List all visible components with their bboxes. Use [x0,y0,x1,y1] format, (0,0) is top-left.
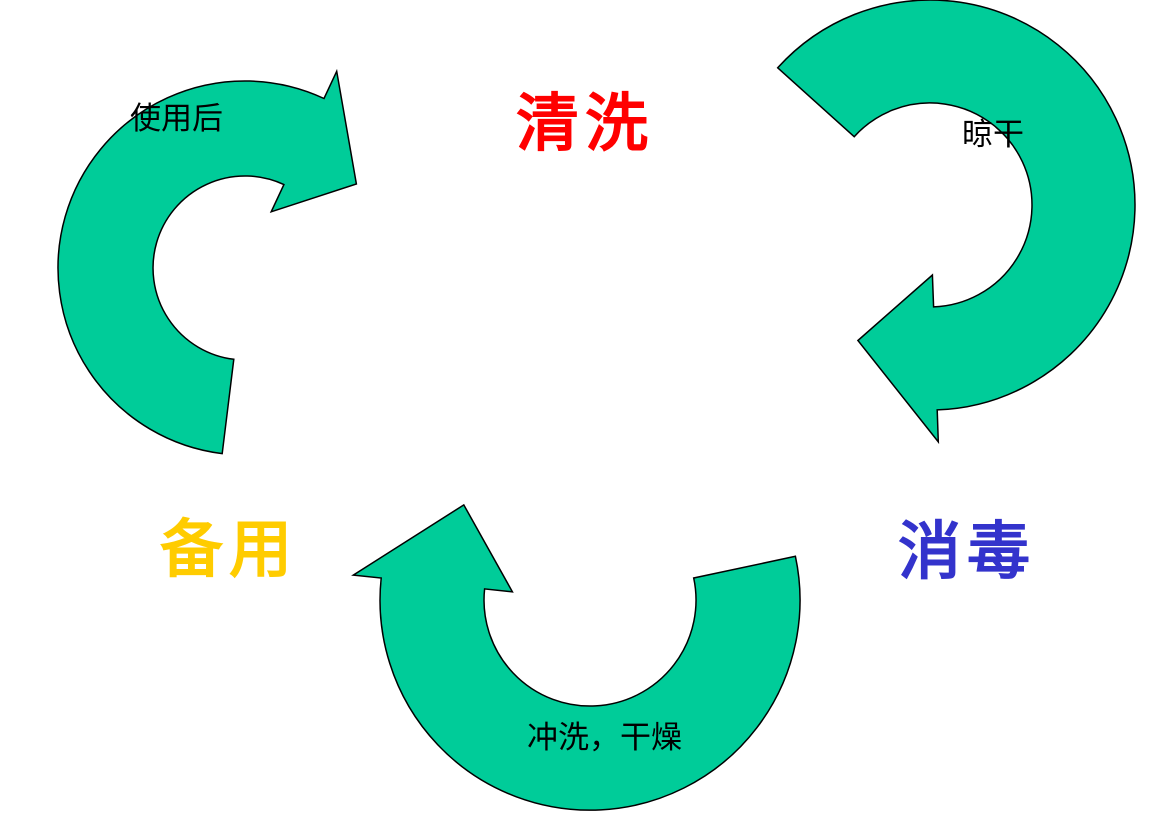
node-standby: 备用 [160,515,298,585]
node-disinfect: 消毒 [898,517,1036,587]
curved-arrow-dry [776,0,1136,445]
curved-arrow-after-use [57,68,358,455]
node-wash: 清洗 [516,89,654,159]
arrow-label-rinse-dry: 冲洗，干燥 [527,720,682,755]
arrow-label-dry: 晾干 [962,117,1024,152]
arrow-label-after-use: 使用后 [130,101,223,136]
curved-arrow-rinse-dry [351,503,801,811]
